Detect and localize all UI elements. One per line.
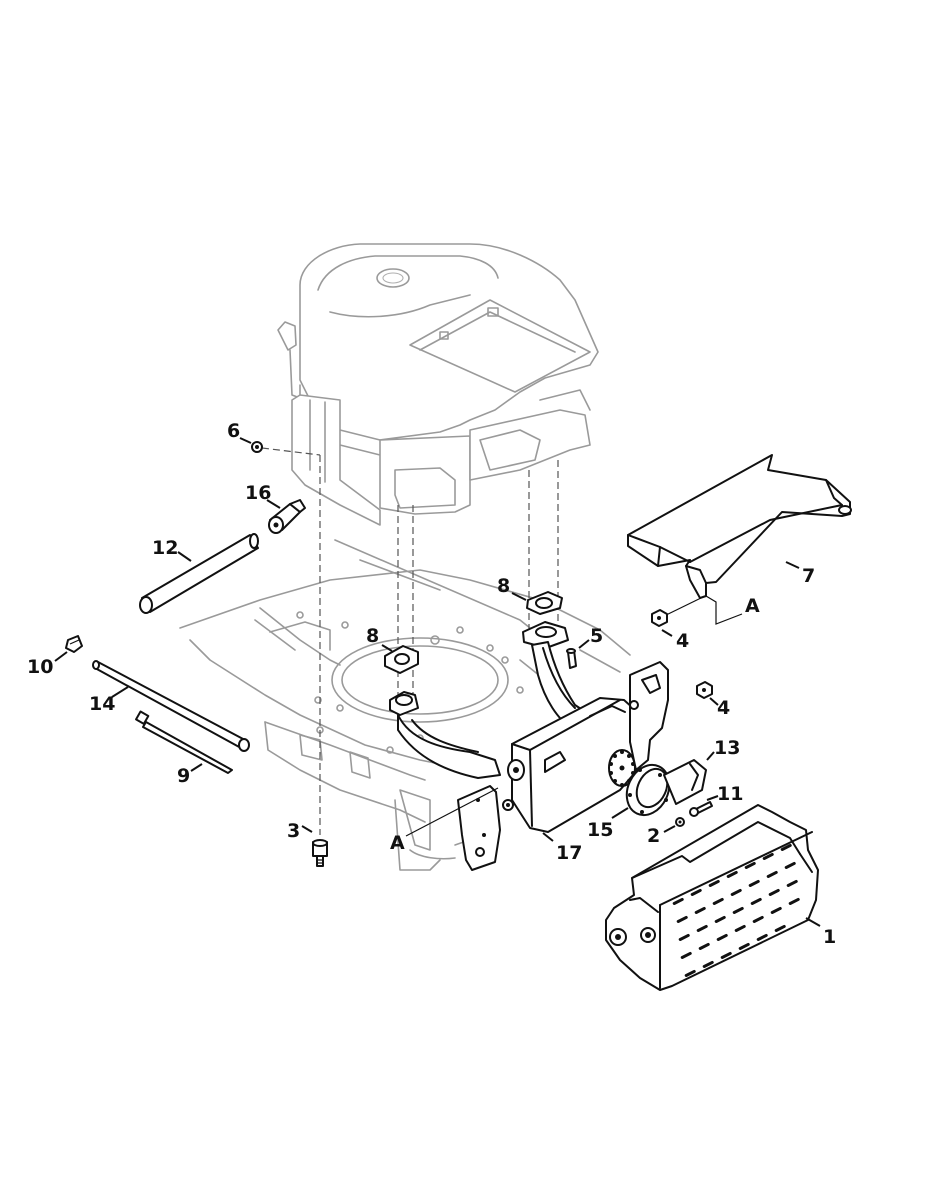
part-3-bolt bbox=[312, 839, 328, 867]
callout-17: 17 bbox=[556, 842, 582, 864]
part-12-tube bbox=[139, 533, 259, 614]
callout-15: 15 bbox=[587, 819, 613, 841]
leader-4-right bbox=[709, 697, 719, 706]
callout-3: 3 bbox=[287, 820, 300, 842]
callout-8-left: 8 bbox=[366, 625, 379, 647]
part-6-nut bbox=[251, 441, 263, 453]
callout-1: 1 bbox=[823, 926, 836, 948]
leader-7 bbox=[785, 561, 800, 569]
part-15-end-cap bbox=[625, 763, 671, 817]
reference-a-lower: A bbox=[390, 832, 405, 854]
callout-5: 5 bbox=[590, 625, 603, 647]
leader-13 bbox=[706, 751, 715, 761]
part-8-gasket-right bbox=[526, 591, 563, 615]
part-8-gasket-left bbox=[384, 645, 419, 674]
exhaust-pipe-right bbox=[522, 621, 591, 729]
leader-11 bbox=[706, 795, 719, 801]
leader-8-right bbox=[511, 592, 527, 601]
callout-13: 13 bbox=[714, 737, 740, 759]
callout-9: 9 bbox=[177, 765, 190, 787]
part-13-deflector bbox=[663, 759, 707, 805]
part-1-muffler-guard bbox=[605, 804, 819, 991]
callout-6: 6 bbox=[227, 420, 240, 442]
callout-4-right: 4 bbox=[717, 697, 730, 719]
part-17-muffler bbox=[502, 697, 647, 833]
exhaust-pipe-left bbox=[389, 691, 501, 779]
part-9-cable-tie bbox=[135, 710, 233, 774]
part-5-bolt bbox=[566, 648, 577, 669]
callout-8-right: 8 bbox=[497, 575, 510, 597]
muffler-bracket-right bbox=[629, 661, 669, 771]
leader-3 bbox=[301, 825, 313, 833]
callout-16: 16 bbox=[245, 482, 271, 504]
leader-2 bbox=[663, 825, 676, 833]
guard-louvers bbox=[672, 843, 800, 977]
callout-11: 11 bbox=[717, 783, 743, 805]
leader-9 bbox=[190, 763, 203, 772]
part-7-heat-shield bbox=[627, 454, 852, 599]
leader-16 bbox=[266, 499, 281, 509]
leader-15 bbox=[611, 807, 629, 819]
part-4-nut-right bbox=[696, 681, 713, 699]
part-14-rod bbox=[92, 660, 250, 752]
muffler-bracket-left bbox=[457, 785, 501, 871]
leader-6 bbox=[239, 437, 252, 444]
leader-4-top-callout bbox=[661, 629, 673, 637]
callout-12: 12 bbox=[152, 537, 178, 559]
reference-a-upper: A bbox=[745, 595, 760, 617]
leader-14 bbox=[111, 686, 129, 698]
leader-1 bbox=[805, 917, 821, 927]
leader-5 bbox=[578, 639, 590, 649]
ref-a-bracket bbox=[705, 595, 743, 625]
part-16-fitting bbox=[268, 499, 306, 534]
engine-outline bbox=[179, 243, 631, 871]
part-11-screw bbox=[689, 801, 713, 817]
callout-7: 7 bbox=[802, 565, 815, 587]
leader-8-left bbox=[381, 644, 393, 652]
callout-labels: 1 2 3 4 4 5 6 7 8 8 9 10 11 12 13 14 15 … bbox=[27, 420, 836, 948]
ref-a-leader-lower bbox=[405, 787, 499, 837]
callout-10: 10 bbox=[27, 656, 53, 678]
leader-17 bbox=[542, 832, 554, 842]
callout-14: 14 bbox=[89, 693, 115, 715]
leader-10 bbox=[54, 651, 68, 662]
part-10-cap bbox=[65, 635, 83, 653]
part-4-nut-top bbox=[651, 609, 668, 627]
leader-12 bbox=[177, 551, 192, 562]
part-2-nut bbox=[675, 817, 685, 827]
callout-2: 2 bbox=[647, 825, 660, 847]
callout-4-top: 4 bbox=[676, 630, 689, 652]
